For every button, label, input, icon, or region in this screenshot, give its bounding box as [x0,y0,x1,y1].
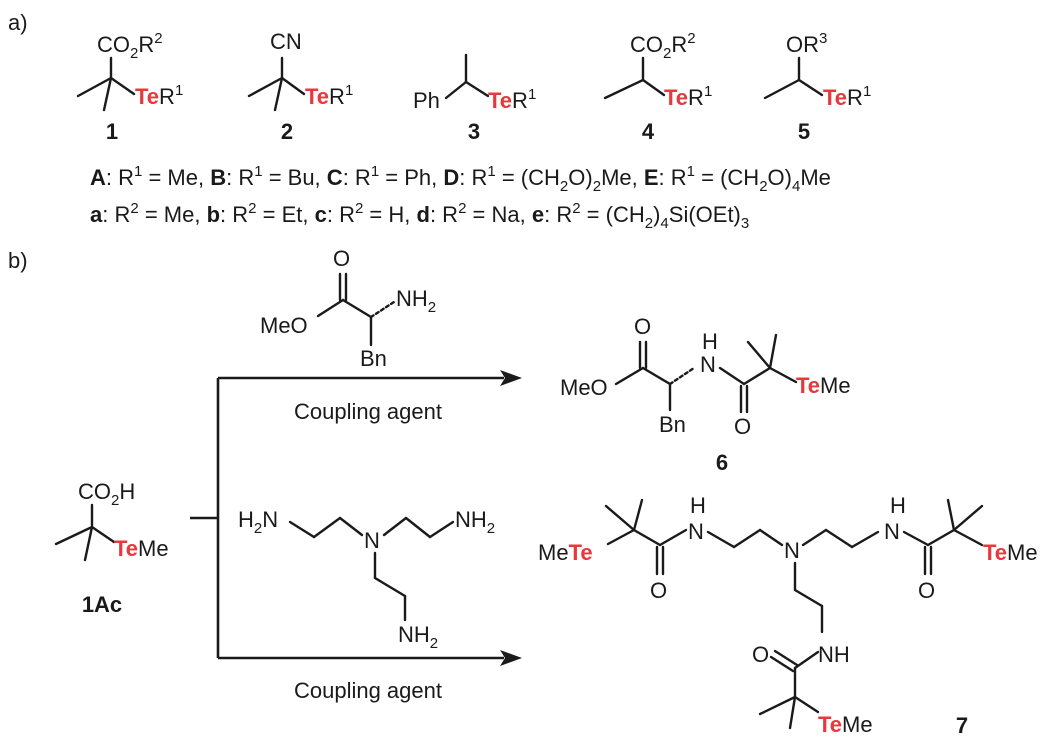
te-r1-label: TeR1 [823,83,871,110]
nh2-label: NH2 [396,286,436,316]
nh2-label: NH2 [455,507,495,537]
o-label: O [918,578,935,603]
o-label: O [333,246,350,271]
te-me-label: TeMe [796,373,851,398]
phenylalanine-methyl-ester: O MeO NH2 Bn [260,246,436,371]
panel-label-a: a) [8,10,28,35]
o-label: O [650,578,667,603]
h-label: H [690,493,706,518]
compound-number-1ac: 1Ac [82,592,122,617]
co2r2-label: CO2R2 [97,30,163,62]
legend-line-1: A: R1 = Me, B: R1 = Bu, C: R1 = Ph, D: R… [90,163,831,195]
legend-line-2: a: R2 = Me, b: R2 = Et, c: R2 = H, d: R2… [90,200,749,232]
o-label: O [634,314,651,339]
te-me-label: TeMe [818,712,873,737]
o-label: O [734,414,751,439]
o-label: O [752,642,769,667]
cn-label: CN [270,29,302,54]
panel-label-b: b) [8,248,28,273]
n-label: N [364,528,380,553]
compound-2-structure: CN TeR1 [247,29,353,112]
compound-number-3: 3 [468,119,480,144]
te-me-label: TeMe [983,540,1038,565]
bn-label: Bn [360,346,387,371]
meo-label: MeO [260,313,308,338]
coupling-agent-top: Coupling agent [294,399,442,424]
or3-label: OR3 [786,30,827,57]
compound-number-4: 4 [642,119,655,144]
meo-label: MeO [560,375,608,400]
te-r1-label: TeR1 [664,83,712,110]
n-label: N [884,519,900,544]
h-label: H [890,493,906,518]
compound-7-structure: MeTe O H N N H N O TeMe NH [538,493,1038,737]
n-label: N [688,519,704,544]
compound-number-1: 1 [106,119,118,144]
compound-1-structure: CO2R2 TeR1 [76,30,183,112]
compound-3-structure: Ph TeR1 [413,53,536,113]
compound-5-structure: OR3 TeR1 [763,30,871,110]
tris-aminoethyl-amine: H2N N NH2 NH2 [238,507,495,652]
compound-6-structure: O MeO H N Bn O TeMe [560,314,851,439]
compound-1ac-structure: CO2H TeMe [54,479,169,562]
ph-label: Ph [413,88,440,113]
te-r1-label: TeR1 [135,82,183,109]
te-r1-label: TeR1 [488,86,536,113]
co2r2-label: CO2R2 [630,30,696,62]
coupling-agent-bottom: Coupling agent [294,678,442,703]
compound-number-5: 5 [798,119,810,144]
top-arrow-head [500,370,522,386]
bottom-arrow-head [500,650,522,666]
compound-number-6: 6 [716,450,728,475]
nh-label: NH [818,642,850,667]
n-label: N [784,538,800,563]
te-me-label: TeMe [114,536,169,561]
compound-number-2: 2 [281,119,293,144]
nh2-label: NH2 [398,622,438,652]
n-label: N [700,352,716,377]
h-label: H [702,329,718,354]
me-te-label: MeTe [538,540,593,565]
te-r1-label: TeR1 [305,82,353,109]
co2h-label: CO2H [78,479,135,509]
compound-number-7: 7 [956,713,968,738]
h2n-label: H2N [238,507,278,537]
compound-4-structure: CO2R2 TeR1 [603,30,712,110]
bn-label: Bn [659,412,686,437]
